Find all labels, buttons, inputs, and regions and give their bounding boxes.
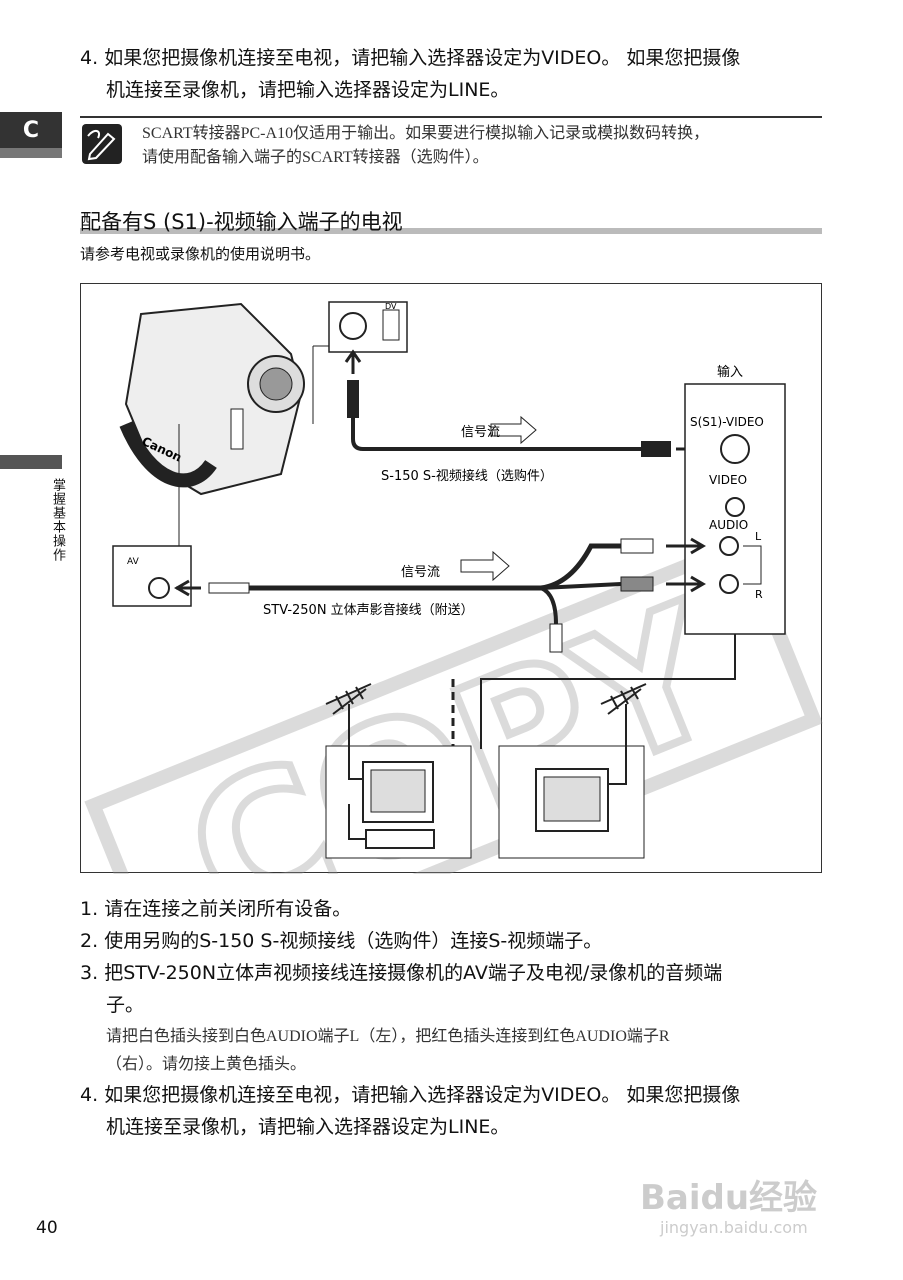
- connection-diagram: COPY Canon DV 信号流 S-150 S-视频接线（选购件） 输入 S…: [80, 283, 823, 991]
- audio-l-input-icon: [719, 536, 739, 556]
- step-number: 4.: [80, 47, 99, 69]
- pencil-note-icon: [82, 124, 122, 164]
- step-number: 2.: [80, 930, 99, 952]
- video-input-label: VIDEO: [709, 473, 747, 487]
- step-4: 4. 如果您把摄像机连接至电视，请把输入选择器设定为VIDEO。 如果您把摄像: [80, 1079, 740, 1111]
- section-title: 配备有S (S1)-视频输入端子的电视: [80, 210, 403, 234]
- svideo-input-icon: [720, 434, 750, 464]
- section-marker: [0, 455, 62, 469]
- av-jack-icon: [148, 577, 170, 599]
- camcorder-illustration: Canon: [119, 302, 305, 496]
- step-3-note: 请把白色插头接到白色AUDIO端子L（左），把红色插头连接到红色AUDIO端子R…: [80, 1023, 740, 1079]
- svideo-cable-label: S-150 S-视频接线（选购件）: [381, 468, 553, 484]
- step-2: 2. 使用另购的S-150 S-视频接线（选购件）连接S-视频端子。: [80, 925, 740, 957]
- step-3: 3. 把STV-250N立体声视频接线连接摄像机的AV端子及电视/录像机的音频端: [80, 957, 740, 989]
- dv-label: DV: [385, 302, 397, 311]
- step-text: 如果您把摄像机连接至电视，请把输入选择器设定为VIDEO。 如果您把摄像: [104, 47, 741, 69]
- step-text: 机连接至录像机，请把输入选择器设定为LINE。: [106, 1116, 510, 1138]
- heading-underline: [80, 228, 822, 234]
- dv-jack-icon: [382, 309, 400, 341]
- chapter-tab: C: [0, 112, 62, 158]
- step-number: 4.: [80, 1084, 99, 1106]
- section-label: 掌握基本操作: [50, 478, 65, 562]
- av-label: AV: [127, 557, 140, 567]
- step-number: 3.: [80, 962, 99, 984]
- note-text: SCART转接器PC-A10仅适用于输出。如果要进行模拟输入记录或模拟数码转换，…: [142, 122, 709, 170]
- page-number: 40: [36, 1218, 58, 1238]
- step-text: 把STV-250N立体声视频接线连接摄像机的AV端子及电视/录像机的音频端: [104, 962, 723, 984]
- signal-flow-label: 信号流: [401, 565, 440, 580]
- av-jack-panel: [112, 545, 192, 607]
- step-1: 1. 请在连接之前关闭所有设备。: [80, 893, 740, 925]
- note-divider: [80, 116, 822, 118]
- svideo-input-label: S(S1)-VIDEO: [690, 415, 764, 429]
- step-text: 使用另购的S-150 S-视频接线（选购件）连接S-视频端子。: [104, 930, 603, 952]
- video-input-icon: [725, 497, 745, 517]
- audio-input-label: AUDIO: [709, 518, 748, 532]
- note-line: 请使用配备输入端子的SCART转接器（选购件）。: [142, 149, 489, 166]
- vcr-icon: [365, 829, 435, 849]
- l-label: L: [755, 530, 762, 543]
- baidu-url: jingyan.baidu.com: [660, 1218, 808, 1237]
- step-text: 如果您把摄像机连接至电视，请把输入选择器设定为VIDEO。 如果您把摄像: [104, 1084, 741, 1106]
- audio-r-input-icon: [719, 574, 739, 594]
- baidu-logo: Baidu经验: [640, 1178, 818, 1218]
- input-label: 输入: [717, 364, 743, 380]
- svideo-jack-icon: [339, 312, 367, 340]
- step-number: 1.: [80, 898, 99, 920]
- signal-flow-label: 信号流: [461, 425, 500, 440]
- note-line: 请把白色插头接到白色AUDIO端子L（左），把红色插头连接到红色AUDIO端子R: [106, 1028, 670, 1045]
- step-text: 机连接至录像机，请把输入选择器设定为LINE。: [106, 79, 510, 101]
- step-text: 请在连接之前关闭所有设备。: [104, 898, 352, 920]
- note-line: （右）。请勿接上黄色插头。: [106, 1056, 307, 1073]
- top-step-4: 4. 如果您把摄像机连接至电视，请把输入选择器设定为VIDEO。 如果您把摄像 …: [80, 42, 740, 106]
- section-subtitle: 请参考电视或录像机的使用说明书。: [80, 245, 321, 263]
- step-text: 子。: [106, 994, 145, 1016]
- steps-list: 1. 请在连接之前关闭所有设备。 2. 使用另购的S-150 S-视频接线（选购…: [80, 893, 740, 1143]
- r-label: R: [755, 588, 763, 601]
- note-line: SCART转接器PC-A10仅适用于输出。如果要进行模拟输入记录或模拟数码转换，: [142, 125, 710, 142]
- stereo-cable-label: STV-250N 立体声影音接线（附送）: [263, 602, 474, 618]
